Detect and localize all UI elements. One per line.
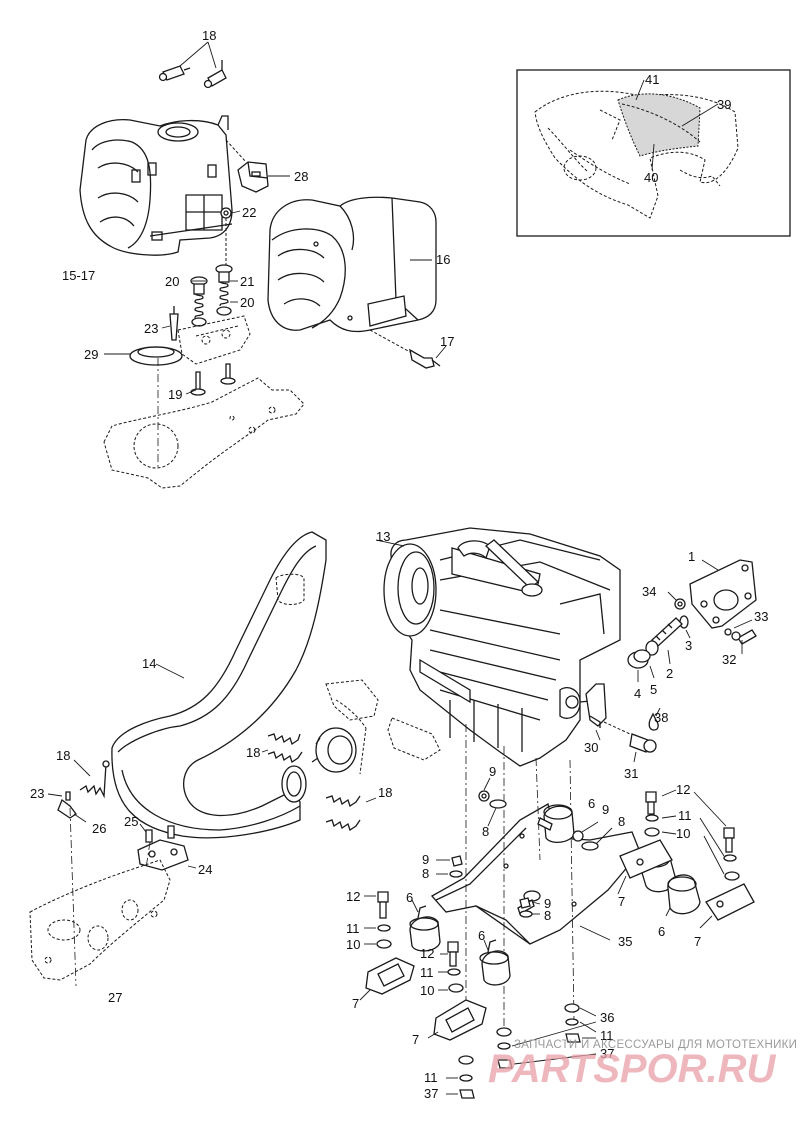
callout-22: 22 bbox=[242, 205, 256, 220]
callout-4: 4 bbox=[634, 686, 641, 701]
callout-3: 3 bbox=[685, 638, 692, 653]
callout-30: 30 bbox=[584, 740, 598, 755]
chassis-plate-top bbox=[103, 358, 305, 489]
callout-19: 19 bbox=[168, 387, 182, 402]
connector-clip-18-top bbox=[158, 41, 227, 89]
callout-18: 18 bbox=[246, 745, 260, 760]
callout-9: 9 bbox=[489, 764, 496, 779]
callout-13: 13 bbox=[376, 529, 390, 544]
callout-16: 16 bbox=[436, 252, 450, 267]
callout-34: 34 bbox=[642, 584, 656, 599]
callout-9: 9 bbox=[422, 852, 429, 867]
callout-2: 2 bbox=[666, 666, 673, 681]
callout-27: 27 bbox=[108, 990, 122, 1005]
callout-6: 6 bbox=[406, 890, 413, 905]
exhaust-manifold bbox=[311, 679, 441, 775]
fastener-stacks-upper bbox=[436, 777, 740, 918]
callout-24: 24 bbox=[198, 862, 212, 877]
callout-21: 21 bbox=[240, 274, 254, 289]
callout-18: 18 bbox=[378, 785, 392, 800]
fastener-stacks-lower bbox=[359, 891, 597, 1099]
bracket-30-31-38 bbox=[585, 683, 661, 763]
silencer-16 bbox=[267, 196, 437, 333]
callout-29: 29 bbox=[84, 347, 98, 362]
callout-8: 8 bbox=[618, 814, 625, 829]
callout-35: 35 bbox=[618, 934, 632, 949]
callout-8: 8 bbox=[422, 866, 429, 881]
callout-39: 39 bbox=[717, 97, 731, 112]
callout-25: 25 bbox=[124, 814, 138, 829]
airbox-assembly bbox=[79, 115, 233, 256]
watermark-logo: PARTSPOR.RU bbox=[488, 1047, 777, 1091]
callout-6: 6 bbox=[478, 928, 485, 943]
callout-9: 9 bbox=[544, 896, 551, 911]
callout-31: 31 bbox=[624, 766, 638, 781]
callout-41: 41 bbox=[645, 72, 659, 87]
callout-26: 26 bbox=[92, 821, 106, 836]
callout-37: 37 bbox=[600, 1046, 614, 1061]
callout-17: 17 bbox=[440, 334, 454, 349]
screw-17 bbox=[369, 329, 447, 369]
callout-7: 7 bbox=[412, 1032, 419, 1047]
engine-13 bbox=[375, 527, 621, 767]
callout-5: 5 bbox=[650, 682, 657, 697]
callout-20: 20 bbox=[165, 274, 179, 289]
callout-12: 12 bbox=[346, 889, 360, 904]
callout-12: 12 bbox=[420, 946, 434, 961]
callout-15-17: 15-17 bbox=[62, 268, 95, 283]
watermark: ЗАПЧАСТИ И АКСЕССУАРЫ ДЛЯ МОТОТЕХНИКИ PA… bbox=[488, 1039, 797, 1091]
callout-11: 11 bbox=[424, 1070, 438, 1085]
rubber-mount-6-upper bbox=[537, 804, 755, 929]
exhaust-pipe-14 bbox=[111, 531, 327, 839]
callout-10: 10 bbox=[346, 937, 360, 952]
callout-12: 12 bbox=[676, 782, 690, 797]
callout-37: 37 bbox=[424, 1086, 438, 1101]
callout-33: 33 bbox=[754, 609, 768, 624]
callout-28: 28 bbox=[294, 169, 308, 184]
callout-9: 9 bbox=[602, 802, 609, 817]
callout-8: 8 bbox=[482, 824, 489, 839]
engine-mount-plate-35 bbox=[430, 724, 641, 1030]
callout-6: 6 bbox=[658, 924, 665, 939]
callout-11: 11 bbox=[678, 808, 692, 823]
callout-36: 36 bbox=[600, 1010, 614, 1025]
rubber-block-28 bbox=[225, 139, 290, 193]
callout-8: 8 bbox=[544, 908, 551, 923]
callout-7: 7 bbox=[694, 934, 701, 949]
callout-7: 7 bbox=[352, 996, 359, 1011]
spring-mounts-20-21-22 bbox=[190, 207, 241, 327]
watermark-caption: ЗАПЧАСТИ И АКСЕССУАРЫ ДЛЯ МОТОТЕХНИКИ bbox=[514, 1039, 797, 1051]
exhaust-springs-18 bbox=[261, 733, 377, 832]
callout-20: 20 bbox=[240, 295, 254, 310]
callout-18: 18 bbox=[202, 28, 216, 43]
callout-23: 23 bbox=[144, 321, 158, 336]
callout-38: 38 bbox=[654, 710, 668, 725]
callout-11: 11 bbox=[600, 1028, 614, 1043]
callout-6: 6 bbox=[588, 796, 595, 811]
callout-23: 23 bbox=[30, 786, 44, 801]
callout-labels: 18 28 22 15-17 16 20 21 20 23 29 17 19 4… bbox=[30, 28, 768, 1101]
callout-10: 10 bbox=[420, 983, 434, 998]
mount-bracket-1 bbox=[689, 559, 757, 629]
callout-7: 7 bbox=[618, 894, 625, 909]
callout-40: 40 bbox=[644, 170, 658, 185]
callout-1: 1 bbox=[688, 549, 695, 564]
callout-14: 14 bbox=[142, 656, 156, 671]
callout-32: 32 bbox=[722, 652, 736, 667]
chassis-plate-left bbox=[29, 807, 171, 987]
callout-11: 11 bbox=[420, 965, 434, 980]
callout-18: 18 bbox=[56, 748, 70, 763]
mount-plate-19-23-29 bbox=[104, 306, 251, 396]
fasteners-2-5-32-34 bbox=[627, 591, 757, 682]
inset-detail bbox=[516, 69, 791, 237]
spring-hook-18-23-26 bbox=[47, 759, 110, 823]
bracket-24-25 bbox=[137, 823, 197, 871]
callout-11: 11 bbox=[346, 921, 360, 936]
callout-10: 10 bbox=[676, 826, 690, 841]
